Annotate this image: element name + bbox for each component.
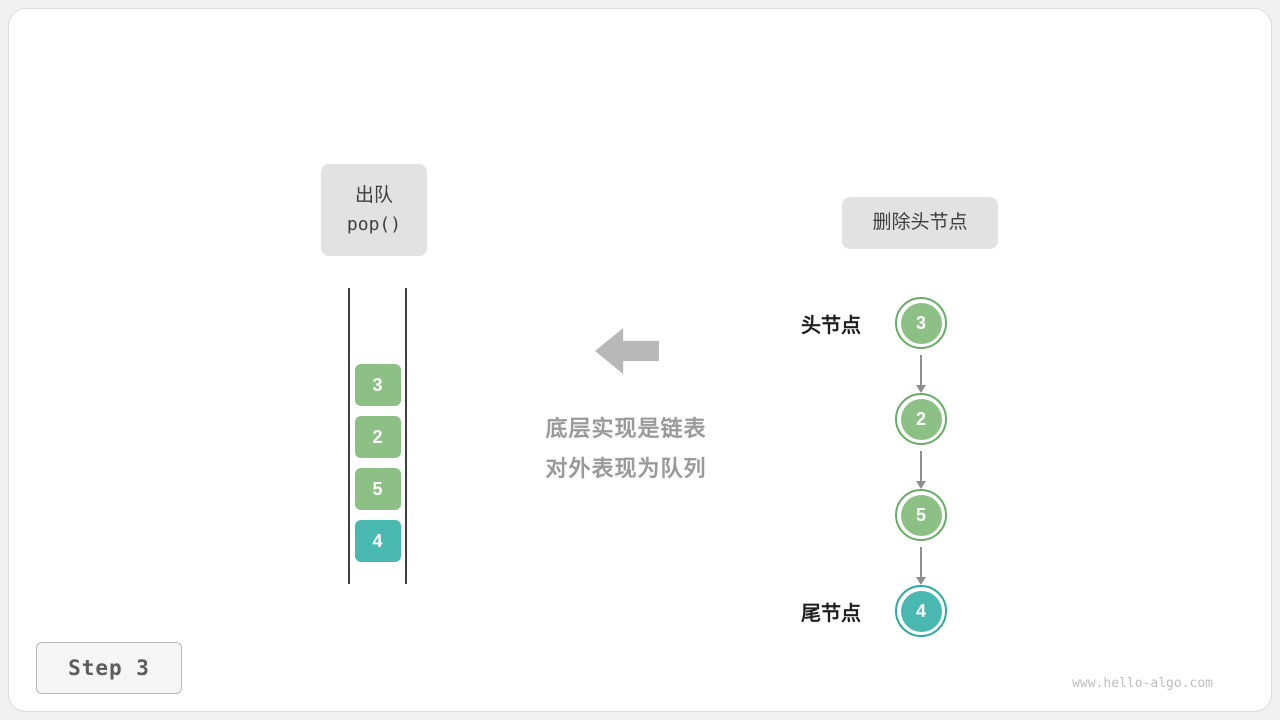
list-node: 4 — [895, 585, 947, 637]
caption-line-2: 对外表现为队列 — [545, 456, 707, 481]
queue-item: 3 — [354, 364, 401, 406]
tail-node-label: 尾节点 — [801, 602, 861, 625]
queue-item: 2 — [354, 416, 401, 458]
left-arrow-icon — [595, 328, 659, 374]
queue-item: 4 — [354, 520, 401, 562]
queue-item: 5 — [354, 468, 401, 510]
queue-container: 3 2 5 4 — [348, 288, 407, 584]
down-arrow-icon — [916, 451, 926, 489]
list-node: 2 — [895, 393, 947, 445]
list-node: 3 — [895, 297, 947, 349]
watermark: www.hello-algo.com — [1072, 676, 1213, 691]
caption: 底层实现是链表 对外表现为队列 — [496, 409, 756, 489]
list-node-value: 5 — [900, 494, 942, 536]
list-node: 5 — [895, 489, 947, 541]
dequeue-operation-label: 出队 pop() — [321, 164, 427, 256]
down-arrow-icon — [916, 355, 926, 393]
dequeue-label-code: pop() — [346, 213, 402, 235]
step-badge: Step 3 — [36, 642, 182, 694]
head-node-label: 头节点 — [801, 314, 861, 337]
list-node-value: 2 — [900, 398, 942, 440]
caption-line-1: 底层实现是链表 — [545, 416, 707, 441]
list-node-value: 3 — [900, 302, 942, 344]
diagram-card: 出队 pop() 3 2 5 4 底层实现是链表 对外表现为队列 删除头节点 头… — [8, 8, 1272, 712]
down-arrow-icon — [916, 547, 926, 585]
dequeue-label-text: 出队 — [354, 185, 393, 207]
delete-head-operation-label: 删除头节点 — [842, 197, 998, 249]
list-node-value: 4 — [900, 590, 942, 632]
